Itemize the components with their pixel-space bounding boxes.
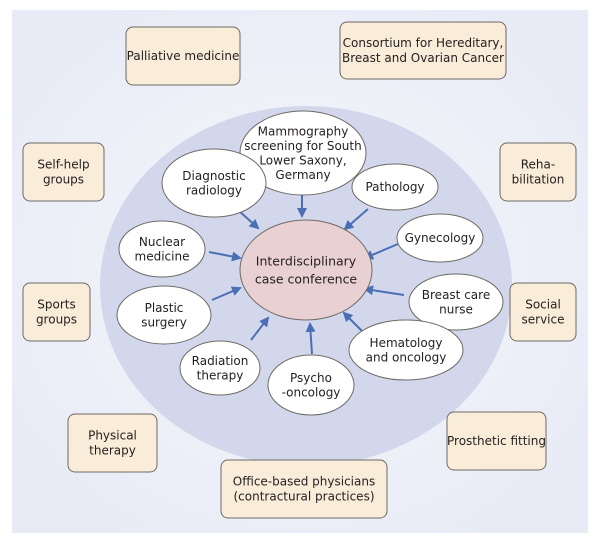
center-ellipse <box>239 219 373 321</box>
sports-groups-label-line: groups <box>36 313 77 327</box>
breast-care-nurse-label-line: Breast care <box>422 288 490 302</box>
palliative-medicine-box <box>125 26 241 86</box>
plastic-surgery-label-line: Plastic <box>145 301 184 315</box>
physical-therapy-label-line: therapy <box>89 444 136 458</box>
arrow-diagnostic-radiology-to-center <box>237 209 260 230</box>
social-service-box <box>509 282 577 342</box>
radiation-therapy-label-line: Radiation <box>192 354 249 368</box>
diagnostic-radiology-ellipse <box>161 148 267 218</box>
office-based-physicians-label-line: (contractural practices) <box>233 490 374 504</box>
prosthetic-fitting-box <box>446 411 547 471</box>
outer-node-palliative-medicine: Palliative medicine <box>125 26 241 86</box>
psycho-oncology-label-line: Psycho <box>290 371 332 385</box>
arrow-psycho-oncology-to-center <box>305 322 316 355</box>
breast-care-nurse-label-line: nurse <box>439 302 473 316</box>
arrow-pathology-to-center <box>343 208 369 231</box>
outer-node-rehabilitation: Reha-bilitation <box>499 142 577 202</box>
pathology-label-line: Pathology <box>365 180 424 194</box>
outer-node-consortium: Consortium for Hereditary,Breast and Ova… <box>339 21 507 80</box>
office-based-physicians-box <box>220 459 388 519</box>
consortium-label-line: Consortium for Hereditary, <box>343 36 504 50</box>
sports-groups-label-line: Sports <box>37 298 75 312</box>
radiation-therapy-label-line: therapy <box>197 368 244 382</box>
center-node-case-conference: Interdisciplinary case conference <box>239 219 373 321</box>
inner-node-psycho-oncology: Psycho-oncology <box>267 354 355 416</box>
hematology-label-line: Hematology <box>370 336 443 350</box>
mammography-label-line: Mammography <box>258 124 349 138</box>
self-help-groups-label-line: groups <box>43 173 84 187</box>
inner-node-pathology: Pathology <box>351 163 439 211</box>
plastic-surgery-ellipse <box>116 285 212 345</box>
mammography-label-line: Lower Saxony, <box>259 153 346 167</box>
hematology-label-line: and oncology <box>366 350 447 364</box>
physical-therapy-box <box>67 413 158 473</box>
center-label-line: Interdisciplinary <box>256 253 357 268</box>
office-based-physicians-label-line: Office-based physicians <box>233 475 375 489</box>
physical-therapy-label-line: Physical <box>88 429 137 443</box>
psycho-oncology-label-line: -oncology <box>282 385 341 399</box>
palliative-medicine-label-line: Palliative medicine <box>127 49 240 63</box>
consortium-box <box>339 21 507 80</box>
self-help-groups-label-line: Self-help <box>37 158 89 172</box>
arrow-nuclear-medicine-to-center <box>208 251 242 262</box>
sports-groups-box <box>22 282 91 342</box>
social-service-label-line: service <box>522 313 565 327</box>
consortium-label-line: Breast and Ovarian Cancer <box>342 51 504 65</box>
gynecology-ellipse <box>396 213 484 263</box>
psycho-oncology-ellipse <box>267 354 355 416</box>
nuclear-medicine-label-line: Nuclear <box>139 235 185 249</box>
pathology-ellipse <box>351 163 439 211</box>
radiation-therapy-ellipse <box>179 340 261 396</box>
nuclear-medicine-ellipse <box>118 220 206 278</box>
rehabilitation-box <box>499 142 577 202</box>
hematology-ellipse <box>348 319 464 381</box>
diagnostic-radiology-label-line: Diagnostic <box>182 169 245 183</box>
arrow-breast-care-nurse-to-center <box>363 285 405 296</box>
arrow-gynecology-to-center <box>363 243 399 260</box>
arrow-plastic-surgery-to-center <box>211 286 242 301</box>
outer-node-office-based-physicians: Office-based physicians(contractural pra… <box>220 459 388 519</box>
diagnostic-radiology-label-line: radiology <box>186 183 242 197</box>
inner-node-gynecology: Gynecology <box>396 213 484 263</box>
rehabilitation-label-line: bilitation <box>512 173 565 187</box>
arrow-radiation-therapy-to-center <box>250 316 270 341</box>
breast-care-nurse-ellipse <box>408 273 504 331</box>
outer-node-prosthetic-fitting: Prosthetic fitting <box>446 411 547 471</box>
nuclear-medicine-label-line: medicine <box>135 249 190 263</box>
prosthetic-fitting-label-line: Prosthetic fitting <box>447 434 546 448</box>
plastic-surgery-label-line: surgery <box>141 315 187 329</box>
mammography-label-line: Germany <box>275 168 330 182</box>
social-service-label-line: Social <box>525 298 561 312</box>
self-help-groups-box <box>22 142 105 202</box>
mammography-label-line: screening for South <box>244 139 361 153</box>
rehabilitation-label-line: Reha- <box>521 158 555 172</box>
arrow-hematology-to-center <box>342 311 364 333</box>
center-label-line: case conference <box>255 271 358 286</box>
gynecology-label-line: Gynecology <box>405 231 476 245</box>
